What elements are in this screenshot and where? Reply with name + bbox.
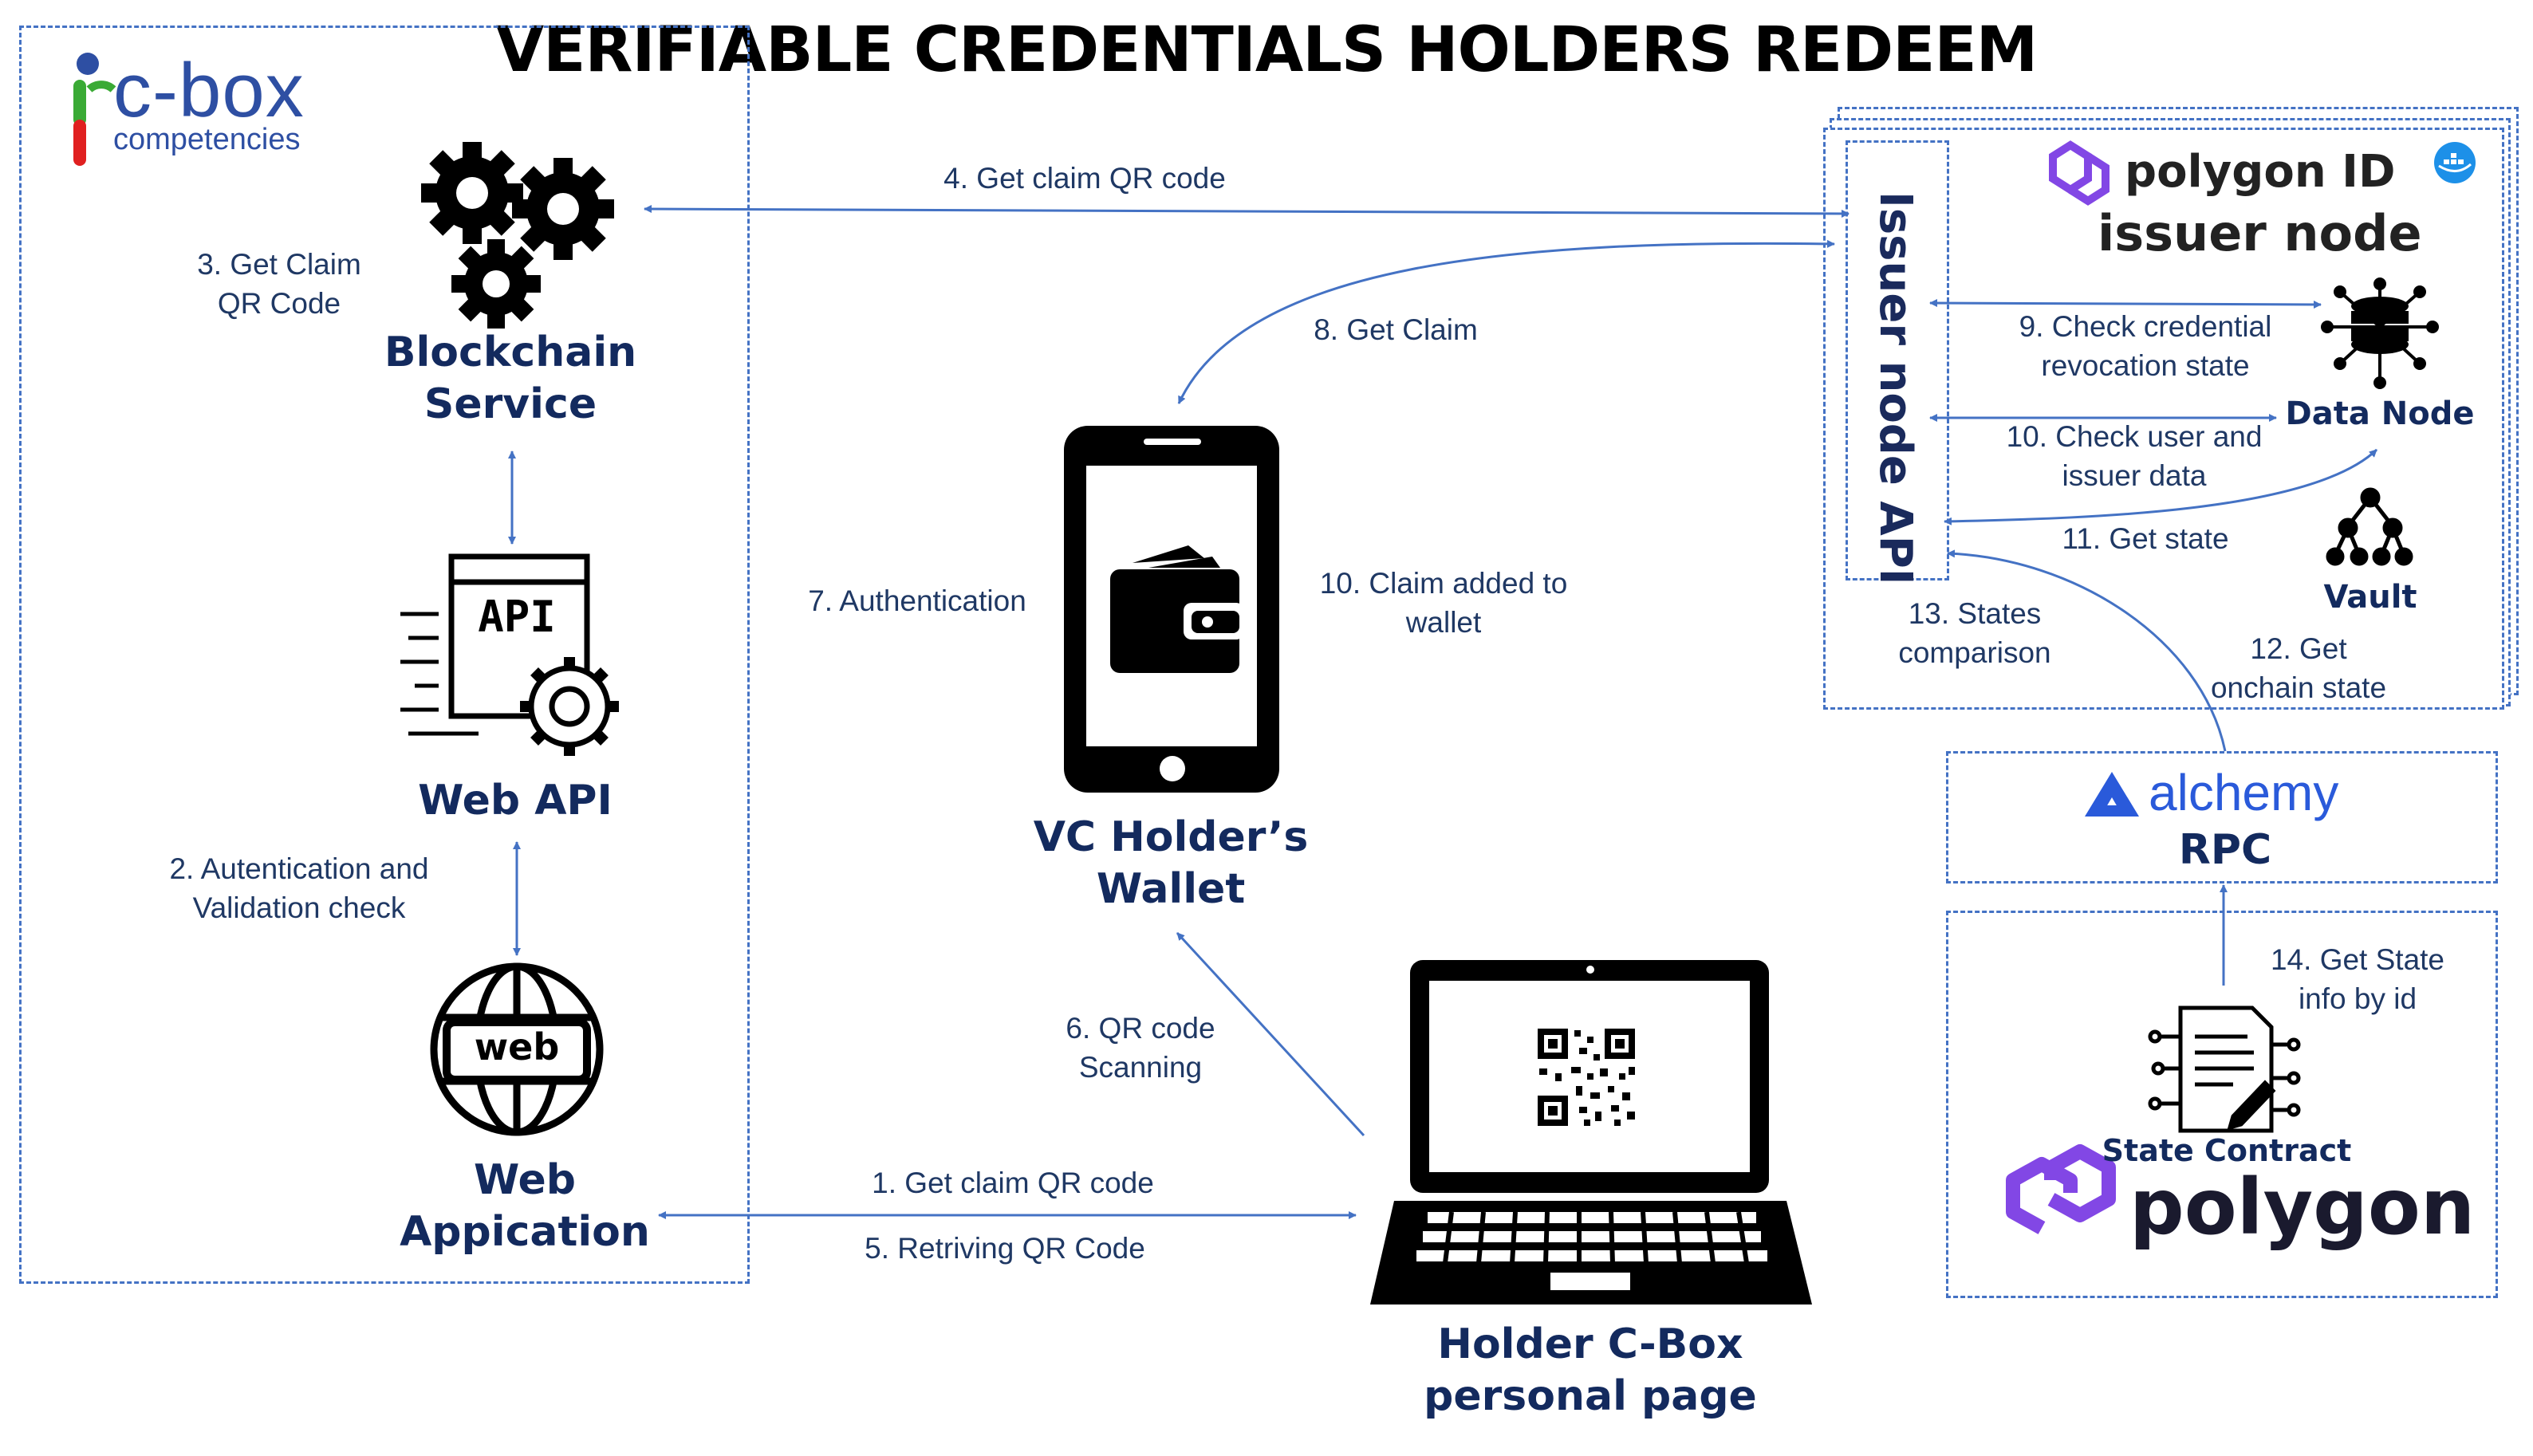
step-12-label: 12. Get onchain state	[2210, 632, 2387, 704]
web-icon-text: web	[474, 1025, 560, 1068]
step-3-label: 3. Get Claim QR Code	[197, 248, 361, 320]
qr-code	[1538, 1029, 1635, 1126]
polygon-id-logo-icon	[2049, 140, 2110, 206]
issuer-node-api-label: Issuer node API	[1869, 191, 1921, 585]
rpc-label: RPC	[2178, 826, 2272, 874]
cbox-logo-name: c-box	[113, 48, 305, 133]
vc-wallet-label: VC Holder’s Wallet	[1033, 813, 1309, 913]
arrow-get-claim-qr	[644, 205, 1850, 218]
step-13-label: 13. States comparison	[1898, 597, 2051, 669]
polygon-id-text: polygon ID	[2125, 146, 2396, 198]
issuer-node-text: issuer node	[2098, 204, 2422, 262]
data-node-label: Data Node	[2285, 395, 2475, 432]
diagram-title: VERIFIABLE CREDENTIALS HOLDERS REDEEM	[495, 14, 2039, 86]
polygon-logo-icon	[2006, 1144, 2116, 1234]
api-icon-text: API	[478, 592, 556, 642]
step-14-label: 14. Get State info by id	[2270, 943, 2445, 1015]
vault-label: Vault	[2323, 579, 2417, 616]
arrow-get-state	[1944, 448, 2378, 525]
contract-document-icon	[2148, 1005, 2301, 1133]
docker-icon	[2434, 142, 2476, 183]
state-contract-label: State Contract	[2102, 1133, 2352, 1168]
polygon-box	[1946, 911, 2498, 1298]
step-2-label: 2. Autentication and Validation check	[169, 852, 429, 924]
step-11-label: 11. Get state	[2062, 522, 2229, 555]
arrow-qr-scan	[1176, 931, 1365, 1137]
cbox-logo-icon	[73, 53, 116, 166]
gears-icon	[421, 142, 614, 329]
alchemy-rpc-box	[1946, 751, 2498, 883]
step-6-label: 6. QR code Scanning	[1066, 1012, 1215, 1084]
alchemy-logo-icon	[2085, 772, 2139, 817]
step-5-label: 5. Retriving QR Code	[865, 1232, 1145, 1265]
step-4-label: 4. Get claim QR code	[943, 162, 1226, 195]
web-globe-icon	[430, 962, 604, 1136]
hierarchy-icon	[2326, 487, 2413, 566]
database-network-icon	[2321, 277, 2439, 389]
arrow-onchain-state	[1947, 549, 2227, 752]
step-7-label: 7. Authentication	[808, 584, 1026, 617]
polygon-text: polygon	[2129, 1163, 2476, 1252]
phone-wallet-icon	[1064, 426, 1279, 793]
holder-page-label: Holder C-Box personal page	[1424, 1320, 1757, 1420]
step-8-label: 8. Get Claim	[1314, 313, 1478, 346]
api-gear-icon	[400, 553, 619, 756]
arrow-revocation	[1929, 299, 2322, 309]
web-application-label: Web Appication	[400, 1156, 650, 1256]
web-api-label: Web API	[418, 777, 613, 824]
step-10-wallet-label: 10. Claim added to wallet	[1319, 567, 1568, 639]
blockchain-service-label: Blockchain Service	[384, 329, 637, 428]
cbox-system-box	[19, 26, 750, 1284]
step-1-label: 1. Get claim QR code	[872, 1167, 1154, 1199]
step-9-label: 9. Check credential revocation state	[2019, 310, 2272, 382]
step-10-check-label: 10. Check user and issuer data	[2006, 420, 2263, 492]
arrow-get-claim	[1177, 239, 1835, 404]
issuer-node-api-box	[1846, 140, 1949, 580]
laptop-qr-icon	[1370, 960, 1812, 1304]
alchemy-text: alchemy	[2149, 764, 2339, 821]
cbox-logo-sub: competencies	[113, 123, 301, 156]
